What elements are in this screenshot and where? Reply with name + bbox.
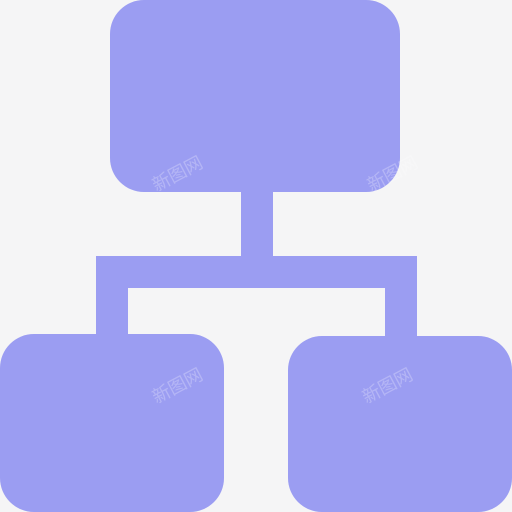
top-node-box (110, 0, 400, 192)
stem-connector (241, 190, 273, 258)
bottom-left-node-box (0, 334, 224, 512)
bottom-right-node-box (288, 336, 512, 512)
left-drop-connector (96, 286, 128, 338)
right-drop-connector (385, 286, 417, 338)
horizontal-connector (96, 256, 417, 288)
